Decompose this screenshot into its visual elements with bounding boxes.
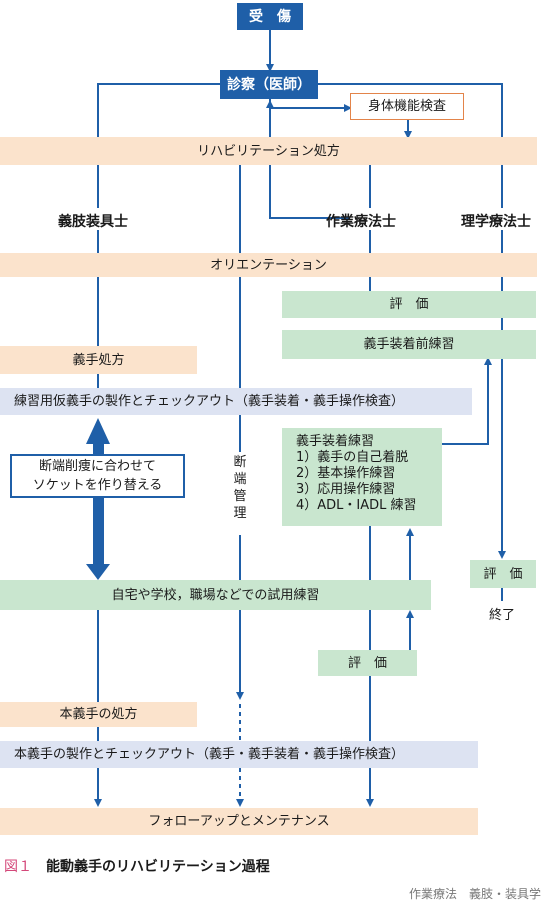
stump-char-4: 理: [233, 506, 247, 521]
role-prosthetist: 義肢装具士: [58, 214, 128, 230]
orientation-stage: オリエンテーション: [0, 253, 537, 277]
figure-number: 図１: [4, 859, 32, 875]
fitting-training-title: 義手装着練習: [296, 434, 375, 449]
fitting-training-item-4: 4）ADL・IADL 練習: [296, 498, 417, 513]
stump-char-3: 管: [233, 489, 247, 504]
socket-remake-double-arrow: [86, 418, 110, 580]
stump-management-label: 断 端 管 理: [232, 454, 248, 522]
stump-char-2: 端: [233, 472, 247, 487]
fitting-training-item-2: 2）基本操作練習: [296, 466, 396, 481]
stump-char-1: 断: [233, 455, 247, 470]
trial-use-stage: 自宅や学校，職場などでの試用練習: [0, 580, 431, 610]
socket-remake-line-2: ソケットを作り替える: [32, 478, 163, 493]
diagnosis-node: 診察（医師）: [220, 70, 318, 99]
figure-title: 能動義手のリハビリテーション過程: [46, 859, 270, 875]
line-diagnosis-pt: [318, 83, 503, 137]
follow-up-stage: フォローアップとメンテナンス: [0, 808, 478, 835]
final-prescription-stage: 本義手の処方: [0, 702, 197, 727]
final-prosthesis-stage: 本義手の製作とチェックアウト（義手・義手装着・義手操作検査）: [0, 741, 478, 768]
training-prosthesis-stage: 練習用仮義手の製作とチェックアウト（義手装着・義手操作検査）: [0, 388, 472, 415]
prosthesis-prescription-stage: 義手処方: [0, 346, 197, 374]
arrow-diagnosis-exam: [269, 99, 352, 112]
evaluation-pt-stage: 評 価: [470, 560, 536, 588]
fitting-training-item-1: 1）義手の自己着脱: [296, 450, 409, 465]
physical-exam-node: 身体機能検査: [350, 93, 464, 120]
evaluation-mid-stage: 評 価: [318, 650, 417, 676]
figure-caption: 図１ 能動義手のリハビリテーション過程: [4, 856, 270, 876]
socket-remake-line-1: 断端削痩に合わせて: [38, 459, 156, 474]
arrow-training-to-pretraining: [442, 357, 492, 445]
line-diagnosis-prosthetist: [97, 83, 220, 137]
injury-node: 受 傷: [237, 3, 303, 30]
rehab-prescription-stage: リハビリテーション処方: [0, 137, 537, 165]
role-pt: 理学療法士: [461, 214, 531, 230]
socket-remake-note: 断端削痩に合わせて ソケットを作り替える: [10, 454, 185, 498]
evaluation-top-stage: 評 価: [282, 291, 536, 318]
line-ot-feedback: [269, 167, 350, 219]
pre-fitting-training-stage: 義手装着前練習: [282, 330, 536, 359]
source-credit: 作業療法 義肢・装具学: [408, 887, 541, 901]
fitting-training-item-3: 3）応用操作練習: [296, 482, 396, 497]
fitting-training-stage: 義手装着練習 1）義手の自己着脱 2）基本操作練習 3）応用操作練習 4）ADL…: [282, 428, 442, 526]
end-label: 終了: [489, 608, 516, 623]
role-ot: 作業療法士: [326, 214, 396, 230]
